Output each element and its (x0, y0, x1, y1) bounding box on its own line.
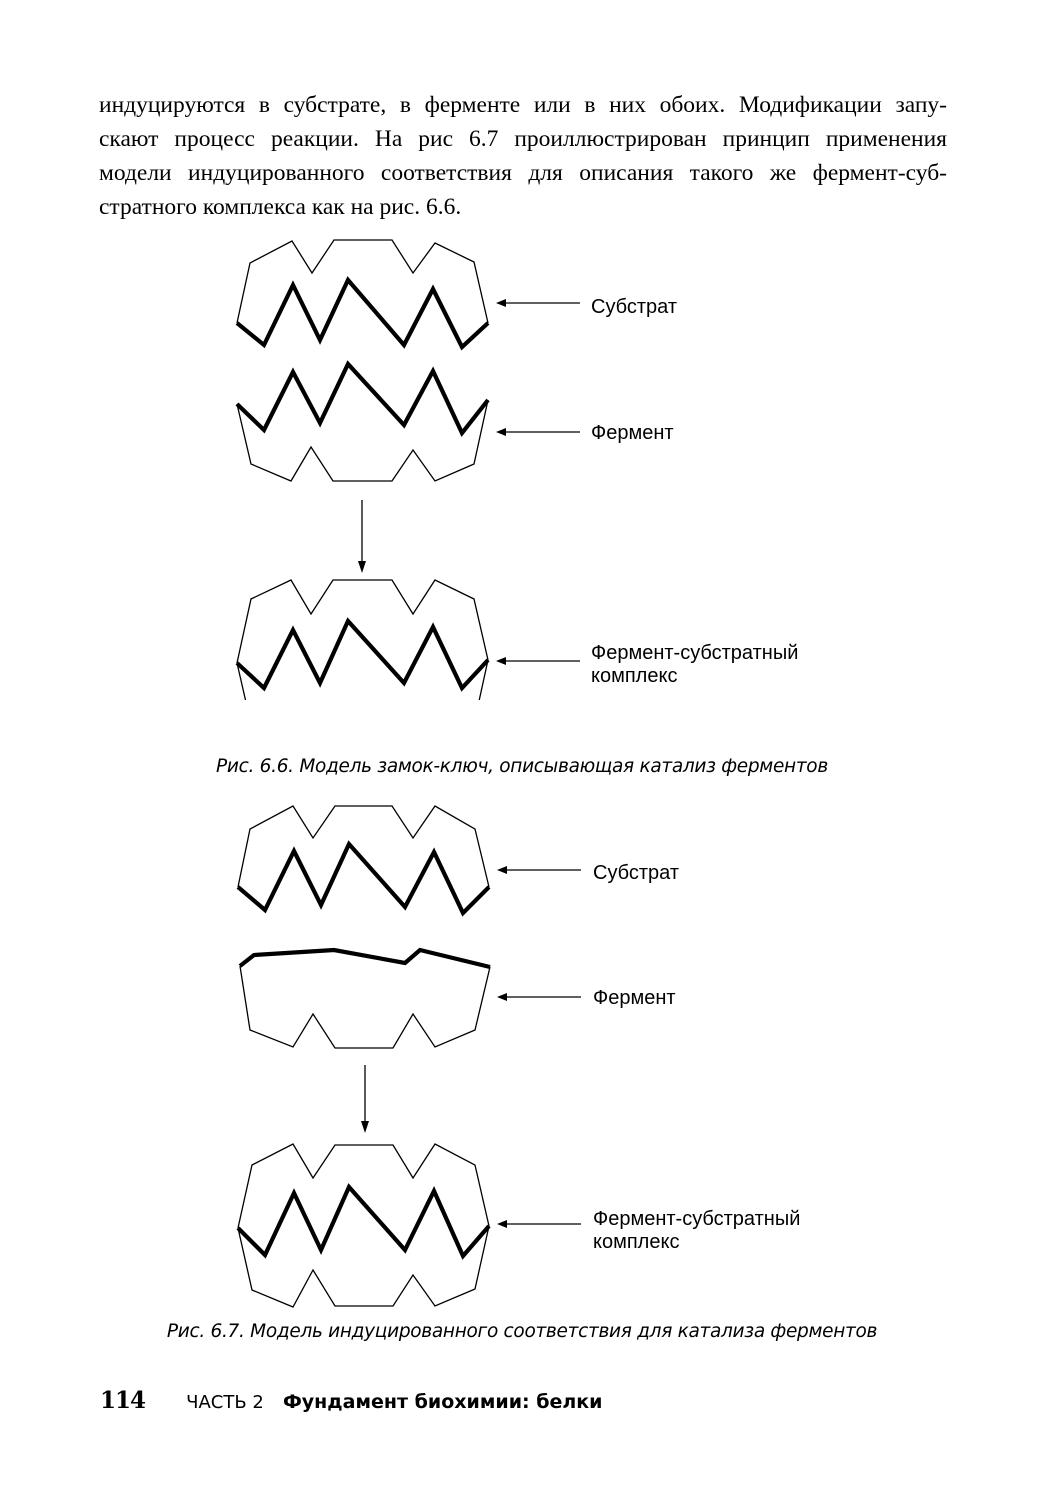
substrate-shape (235, 239, 490, 351)
chapter-title: Фундамент биохимии: белки (282, 1391, 603, 1413)
page-number: 114 (100, 1387, 146, 1414)
complex-shape (235, 579, 490, 700)
enzyme-label: Фермент (591, 422, 674, 444)
substrate-shape (236, 805, 491, 917)
page-footer: 114 ЧАСТЬ 2 Фундамент биохимии: белки (100, 1387, 603, 1414)
enzyme-shape (235, 360, 490, 482)
induced-fit-diagram: Субстрат Фермент Фермент-субстратный ком… (236, 805, 800, 1308)
substrate-label: Субстрат (591, 296, 677, 318)
figure-caption: Рис. 6.7. Модель индуцированного соответ… (166, 1321, 878, 1342)
complex-label: комплекс (591, 665, 677, 687)
reaction-arrow (361, 1065, 369, 1133)
label-arrow (497, 866, 581, 874)
label-arrow (496, 657, 580, 665)
part-label: ЧАСТЬ 2 (186, 1392, 264, 1413)
lock-and-key-diagram: Субстрат Фермент Фермент-субстратный ком… (235, 239, 798, 700)
complex-label: Фермент-субстратный (591, 642, 798, 664)
label-arrow (496, 299, 580, 307)
body-line: модели индуцированного соответствия для … (99, 160, 947, 186)
label-arrow (496, 428, 580, 436)
label-arrow (497, 1220, 581, 1228)
body-line: стратного комплекса как на рис. 6.6. (99, 194, 462, 220)
enzyme-label: Фермент (593, 987, 676, 1009)
body-line: индуцируются в субстрате, в ферменте или… (99, 92, 947, 118)
complex-shape (236, 1143, 491, 1308)
enzyme-shape (238, 947, 491, 1049)
complex-label: Фермент-субстратный (593, 1208, 800, 1230)
body-line: скают процесс реакции. На рис 6.7 проилл… (99, 126, 947, 152)
reaction-arrow (358, 500, 366, 573)
figure-caption: Рис. 6.6. Модель замок-ключ, описывающая… (216, 756, 828, 777)
label-arrow (497, 993, 581, 1001)
body-paragraph: индуцируются в субстрате, в ферменте или… (99, 88, 947, 224)
substrate-label: Субстрат (593, 862, 679, 884)
complex-label: комплекс (593, 1231, 679, 1253)
